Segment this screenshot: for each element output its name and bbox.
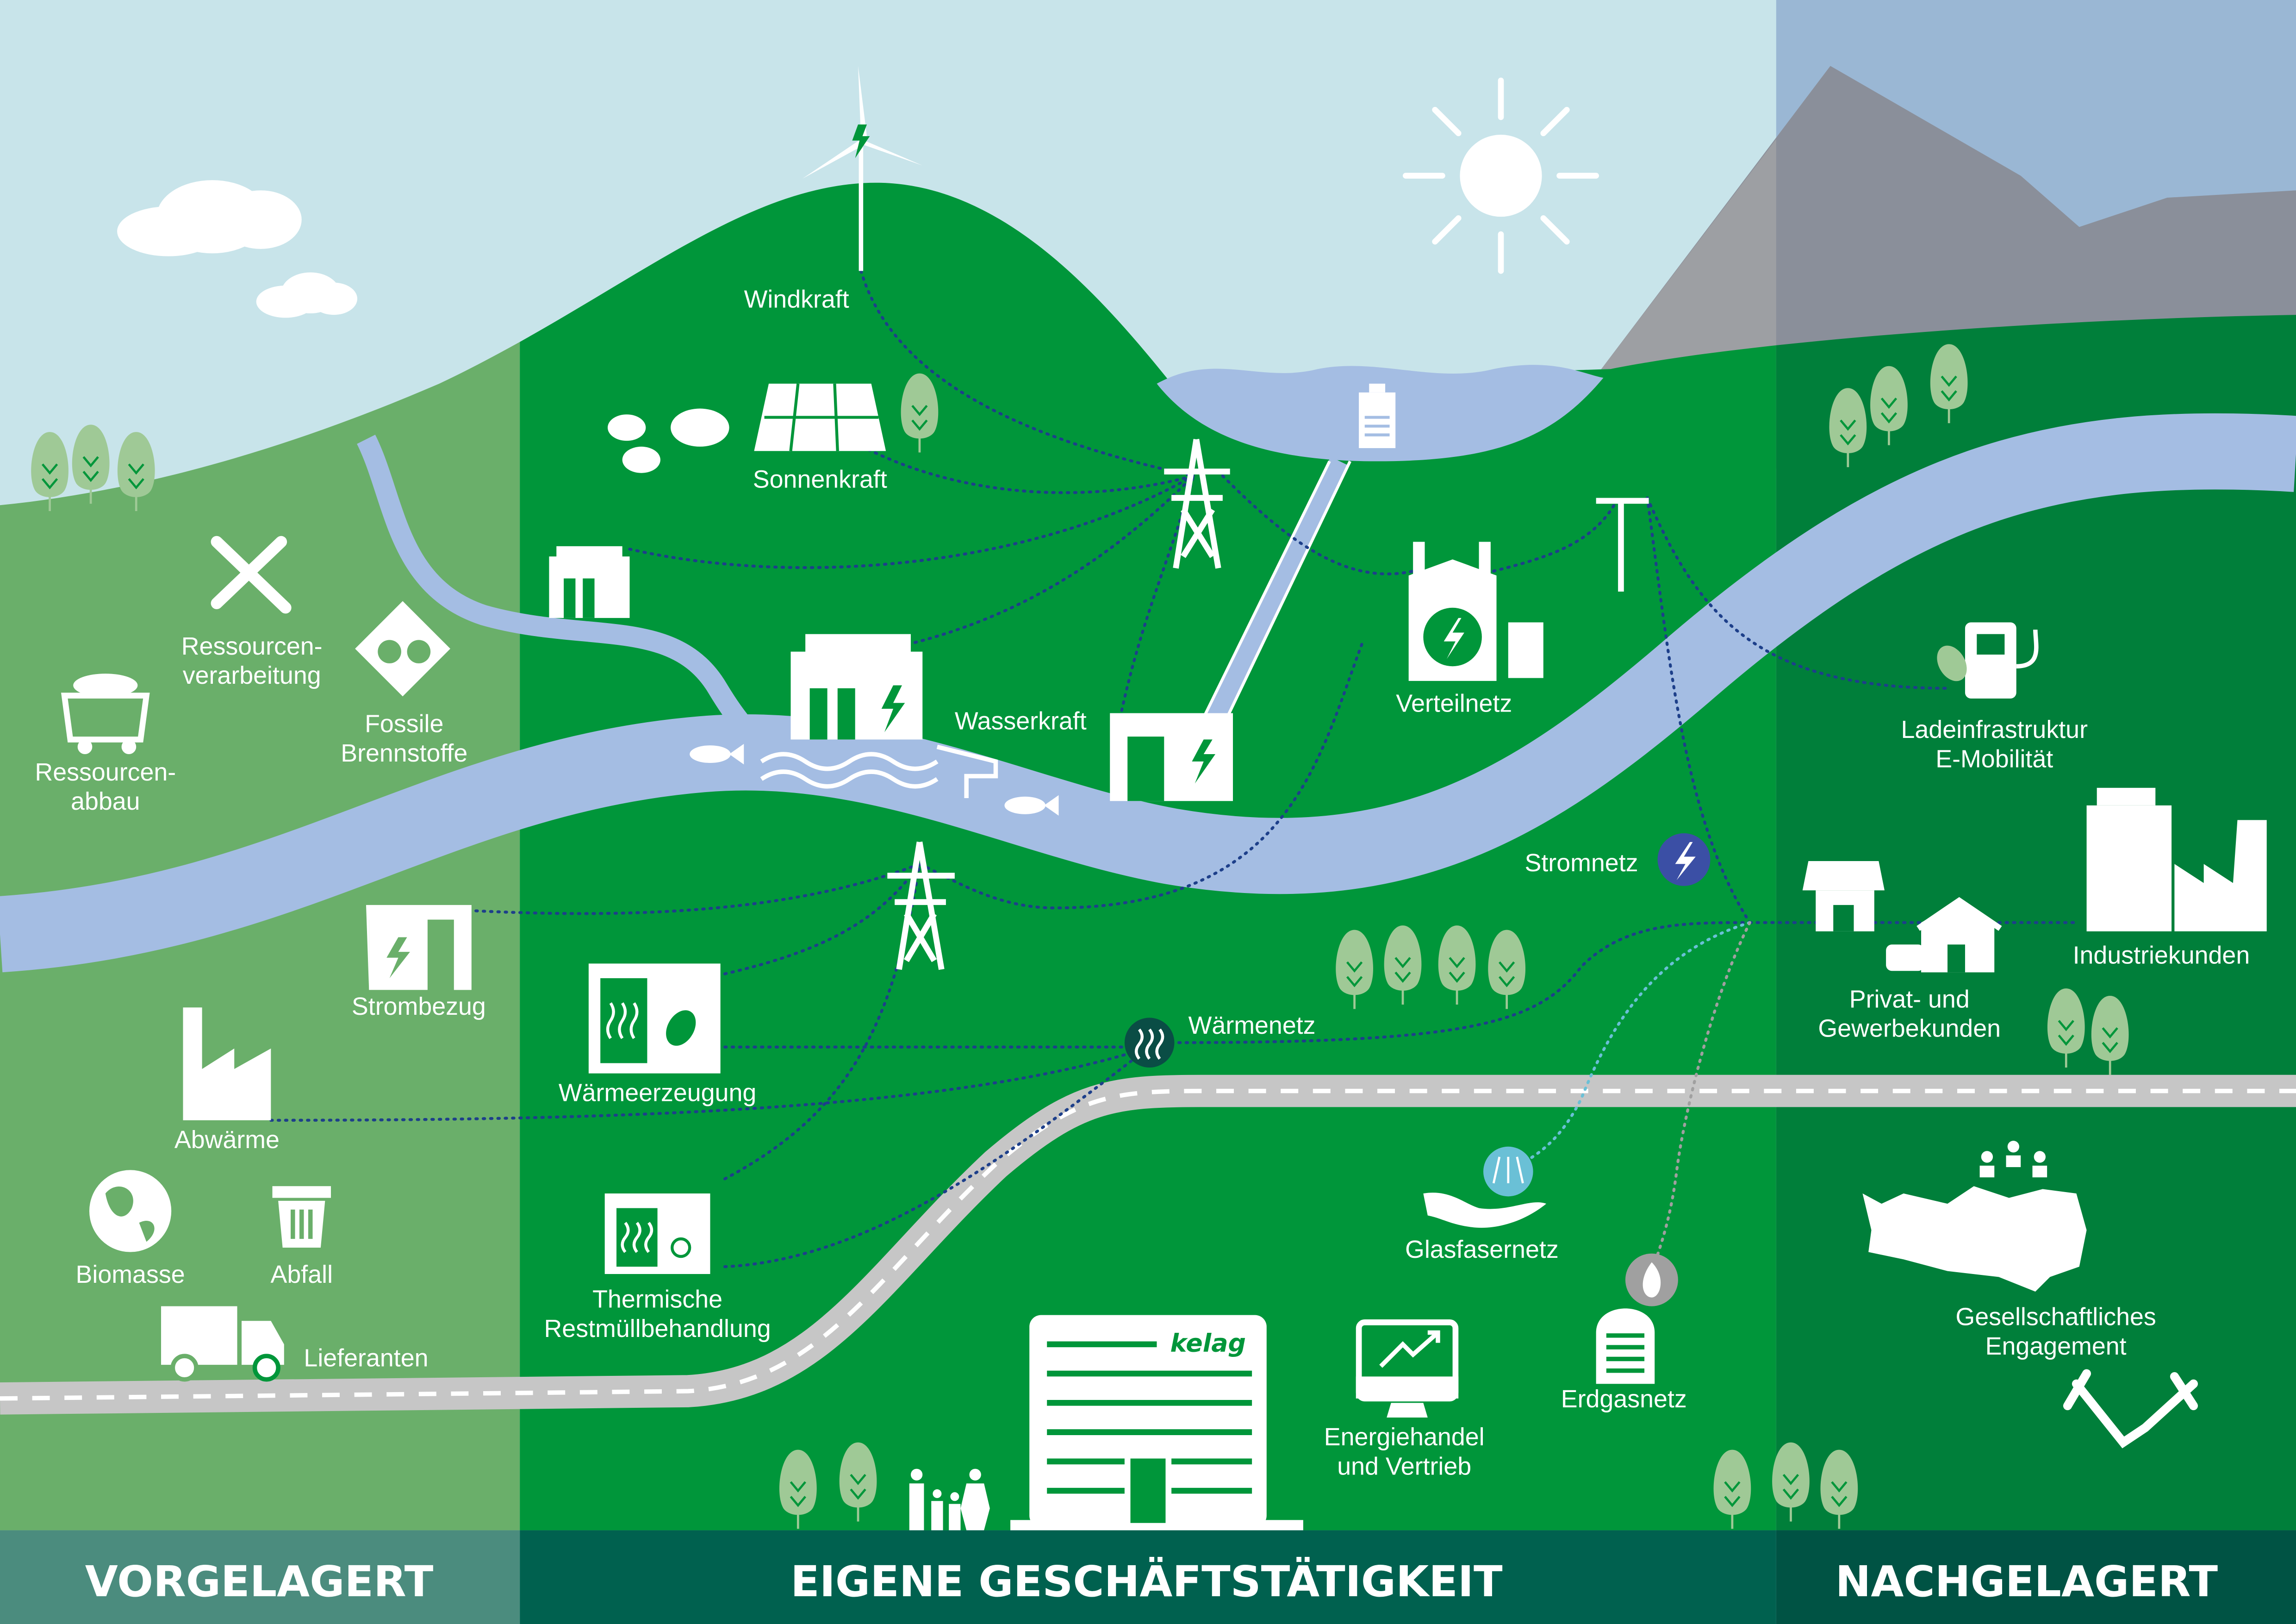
biomass-globe-icon [89,1170,172,1252]
carinthia-map-icon [1862,1186,2087,1292]
waste-heat-factory-icon [183,1007,271,1120]
trading-monitor-icon [1356,1319,1459,1418]
label-fossile-1: Fossile [365,710,443,738]
label-verteilnetz: Verteilnetz [1396,689,1512,717]
label-lieferanten: Lieferanten [304,1344,428,1372]
family-icon [909,1468,990,1530]
section-upstream: VORGELAGERT [85,1557,434,1606]
label-waermeerzeugung: Wärmeerzeugung [559,1079,756,1107]
gas-flame-icon [1625,1253,1678,1306]
mine-cart-icon [61,674,150,755]
label-ressourcenverarbeitung-2: verarbeitung [183,662,321,689]
solar-panel-icon [754,383,886,451]
stromnetz-icon [1657,833,1711,886]
label-abfall: Abfall [271,1261,333,1288]
stream [357,435,782,763]
label-thermische-1: Thermische [592,1286,722,1313]
substation-icon [1408,542,1543,681]
section-downstream: NACHGELAGERT [1836,1557,2218,1606]
fiber-optic-icon [1423,1146,1547,1228]
pump-storage-plant-icon [1110,713,1233,801]
label-biomasse: Biomasse [76,1261,185,1288]
kelag-headquarters-icon: kelag [1010,1315,1303,1532]
section-bar-own [520,1530,1776,1624]
battery-icon [1359,383,1396,448]
industry-icon [2086,787,2267,931]
sheep-icon [608,408,729,473]
fossil-fuel-icon [355,601,450,697]
transmission-tower-icon [887,438,1230,970]
road-marking [0,1088,2296,1401]
small-hydro-plant-icon [549,546,630,618]
grid-connections [269,269,2081,1276]
penstock [1206,456,1349,722]
label-privat-2: Gewerbekunden [1818,1015,2001,1043]
heat-generation-icon [588,963,721,1074]
gas-storage-icon [1596,1308,1655,1384]
section-bar-downstream [1776,1530,2296,1624]
house-solar-icon [1802,861,2002,973]
label-stromnetz: Stromnetz [1524,849,1638,877]
label-erdgasnetz: Erdgasnetz [1561,1385,1687,1413]
label-waermenetz: Wärmenetz [1188,1012,1316,1039]
river [0,413,2296,973]
utility-pole-icon [1596,498,1649,592]
hydro-power-plant-icon [760,634,998,798]
label-ladeinfrastruktur-1: Ladeinfrastruktur [1901,716,2088,743]
label-energiehandel-1: Energiehandel [1324,1423,1485,1451]
cloud-icon [117,180,357,318]
engagement-people-icon [1979,1141,2047,1178]
wind-turbine-icon [802,66,923,271]
kelag-logo: kelag [1170,1329,1246,1358]
trash-bin-icon [272,1186,331,1248]
label-thermische-2: Restmüllbehandlung [544,1315,771,1343]
label-ressourcenabbau-2: abbau [71,787,140,815]
waermenetz-icon [1124,1018,1175,1068]
fish-icon [690,743,1059,816]
label-ressourcenverarbeitung-1: Ressourcen- [181,632,323,660]
tools-icon [211,536,292,614]
label-energiehandel-2: und Vertrieb [1337,1452,1471,1480]
label-privat-1: Privat- und [1849,985,1970,1013]
label-wasserkraft: Wasserkraft [955,707,1087,735]
label-glasfasernetz: Glasfasernetz [1405,1236,1559,1263]
handshake-icon [2063,1369,2198,1449]
label-industriekunden: Industriekunden [2073,941,2250,969]
penstock-edge [1202,461,1351,718]
label-abwaerme: Abwärme [174,1126,280,1154]
label-engagement-2: Engagement [1985,1332,2127,1360]
sun-icon [1403,77,1599,274]
label-sonnenkraft: Sonnenkraft [753,465,887,493]
label-windkraft: Windkraft [744,285,849,313]
label-ladeinfrastruktur-2: E-Mobilität [1935,745,2053,773]
label-engagement-1: Gesellschaftliches [1955,1303,2156,1331]
truck-icon [161,1306,284,1382]
section-bar-upstream [0,1530,520,1624]
label-strombezug: Strombezug [352,993,486,1020]
section-own-business: EIGENE GESCHÄFTSTÄTIGKEIT [790,1556,1503,1606]
strombezug-icon [366,905,472,990]
waste-treatment-plant-icon [604,1193,710,1274]
charging-station-icon [1937,622,2039,699]
label-fossile-2: Brennstoffe [341,739,467,767]
label-ressourcenabbau-1: Ressourcen- [35,758,176,786]
